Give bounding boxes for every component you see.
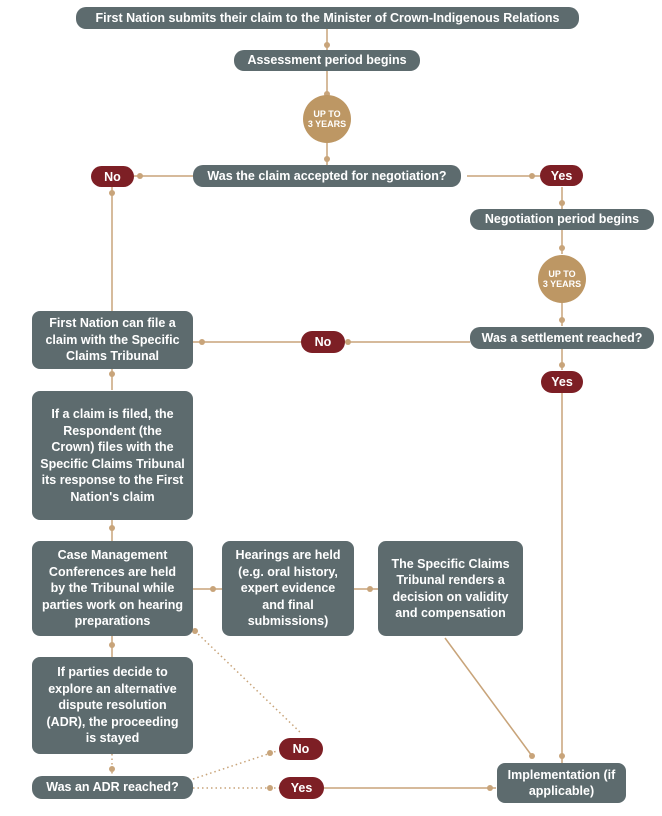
negotiation-period-box: Negotiation period begins [470,209,654,230]
adr-no-badge: No [279,738,323,760]
duration-line2: 3 YEARS [542,279,582,289]
duration-line1: UP TO [313,109,341,119]
accepted-no-badge: No [91,166,134,187]
duration-line1: UP TO [548,269,576,279]
settlement-question-box: Was a settlement reached? [470,327,654,349]
assessment-duration-circle: UP TO 3 YEARS [303,95,351,143]
submit-claim-box: First Nation submits their claim to the … [76,7,579,29]
accepted-yes-badge: Yes [540,165,583,186]
hearings-box: Hearings are held (e.g. oral history, ex… [222,541,354,636]
adr-question-box: Was an ADR reached? [32,776,193,799]
tribunal-decision-box: The Specific Claims Tribunal renders a d… [378,541,523,636]
file-with-tribunal-box: First Nation can file a claim with the S… [32,311,193,369]
implementation-box: Implementation (if applicable) [497,763,626,803]
adr-yes-badge: Yes [279,777,324,799]
accepted-question-box: Was the claim accepted for negotiation? [193,165,461,187]
adr-option-box: If parties decide to explore an alternat… [32,657,193,754]
settlement-no-badge: No [301,331,345,353]
negotiation-duration-circle: UP TO 3 YEARS [538,255,586,303]
duration-line2: 3 YEARS [307,119,347,129]
case-management-box: Case Management Conferences are held by … [32,541,193,636]
crown-response-box: If a claim is filed, the Respondent (the… [32,391,193,520]
settlement-yes-badge: Yes [541,371,583,393]
assessment-period-box: Assessment period begins [234,50,420,71]
